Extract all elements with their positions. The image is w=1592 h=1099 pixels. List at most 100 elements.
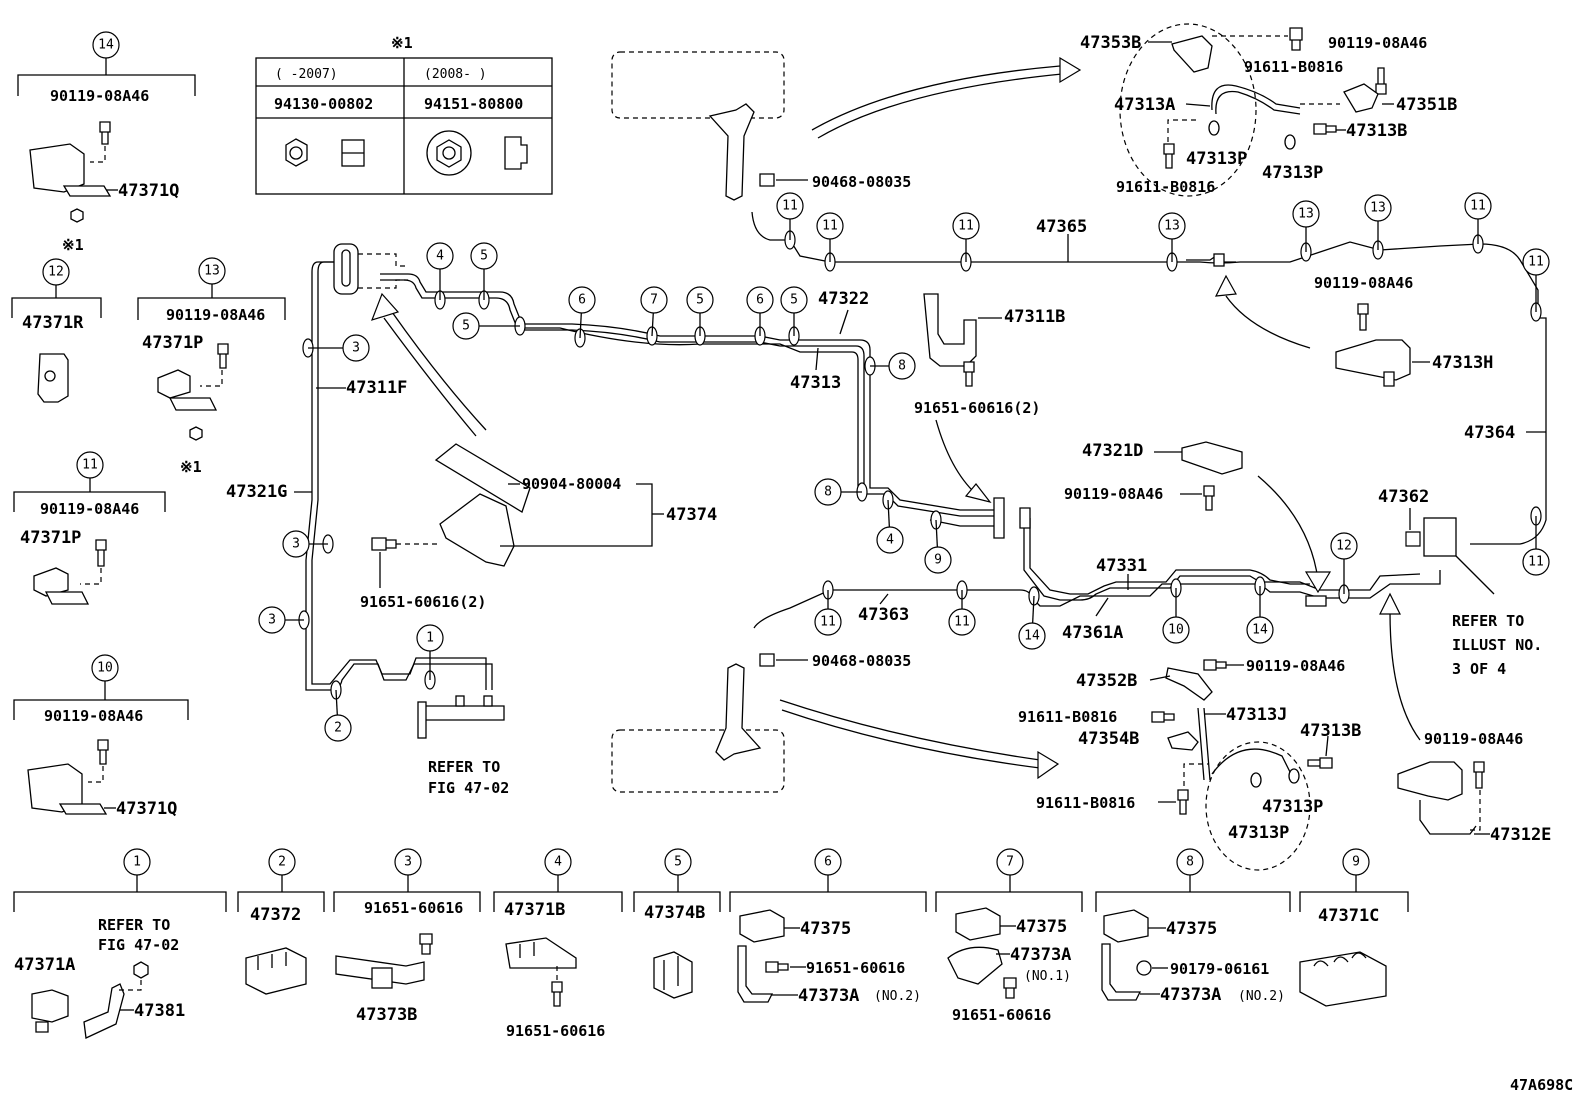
part-47351B[interactable]: 47351B (1396, 95, 1457, 115)
clamp-47373B[interactable]: 47373B (356, 1005, 417, 1025)
part-91611-t2[interactable]: 91611-B0816 (1116, 178, 1215, 196)
part-47331[interactable]: 47331 (1096, 556, 1147, 576)
bolt-91651-b7[interactable]: 91651-60616 (952, 1006, 1051, 1024)
callout-circle[interactable] (568, 286, 596, 314)
part-91651-b[interactable]: 91651-60616(2) (914, 399, 1040, 417)
part-47311B[interactable]: 47311B (1004, 307, 1065, 327)
callout-circle[interactable] (776, 192, 804, 220)
callout-circle[interactable] (686, 286, 714, 314)
bolt-part-number[interactable]: 90119-08A46 (44, 707, 143, 725)
callout-circle[interactable] (1158, 212, 1186, 240)
part-90119-h[interactable]: 90119-08A46 (1314, 274, 1413, 292)
callout-circle[interactable] (342, 334, 370, 362)
clamp-47371A[interactable]: 47371A (14, 955, 75, 975)
clamp-47375-b8[interactable]: 47375 (1166, 919, 1217, 939)
part-47313B-top[interactable]: 47313B (1346, 121, 1407, 141)
callout-circle[interactable] (1464, 192, 1492, 220)
bracket-47373A-b6[interactable]: 47373A (798, 986, 859, 1006)
bolt-91651-b3[interactable]: 91651-60616 (364, 899, 463, 917)
part-47321D[interactable]: 47321D (1082, 441, 1143, 461)
bracket-47381[interactable]: 47381 (134, 1001, 185, 1021)
callout-circle[interactable] (1364, 194, 1392, 222)
part-90468-bottom[interactable]: 90468-08035 (812, 652, 911, 670)
part-47313H[interactable]: 47313H (1432, 353, 1493, 373)
callout-circle[interactable] (948, 608, 976, 636)
callout-circle[interactable] (452, 312, 480, 340)
part-91651-a[interactable]: 91651-60616(2) (360, 593, 486, 611)
bolt-part-number[interactable]: 90119-08A46 (40, 500, 139, 518)
part-90119-d[interactable]: 90119-08A46 (1064, 485, 1163, 503)
callout-circle[interactable] (1522, 248, 1550, 276)
clamp-47372[interactable]: 47372 (250, 905, 301, 925)
table-col2-part[interactable]: 94151-80800 (424, 95, 523, 113)
part-47313P-t1[interactable]: 47313P (1186, 149, 1247, 169)
callout-circle[interactable] (1522, 548, 1550, 576)
part-47321G[interactable]: 47321G (226, 482, 287, 502)
callout-circle[interactable] (888, 352, 916, 380)
nut-90179[interactable]: 90179-06161 (1170, 960, 1269, 978)
part-91611-t1[interactable]: 91611-B0816 (1244, 58, 1343, 76)
callout-circle[interactable] (876, 526, 904, 554)
bolt-part-number[interactable]: 90119-08A46 (166, 306, 265, 324)
callout-circle[interactable] (1246, 616, 1274, 644)
part-47365[interactable]: 47365 (1036, 217, 1087, 237)
part-91611-b2[interactable]: 91611-B0816 (1036, 794, 1135, 812)
clamp-47375-b7[interactable]: 47375 (1016, 917, 1067, 937)
part-47311F[interactable]: 47311F (346, 378, 407, 398)
bolt-part-number[interactable]: 90119-08A46 (50, 87, 149, 105)
callout-circle[interactable] (1162, 616, 1190, 644)
part-90119-52[interactable]: 90119-08A46 (1246, 657, 1345, 675)
callout-circle[interactable] (640, 286, 668, 314)
part-47363[interactable]: 47363 (858, 605, 909, 625)
callout-circle[interactable] (924, 546, 952, 574)
bracket-47373A-b8[interactable]: 47373A (1160, 985, 1221, 1005)
clamp-part-number[interactable]: 47371P (142, 333, 203, 353)
clamp-part-number[interactable]: 47371Q (116, 799, 177, 819)
clamp-part-number[interactable]: 47371Q (118, 181, 179, 201)
bolt-91651-b4[interactable]: 91651-60616 (506, 1022, 605, 1040)
callout-circle[interactable] (416, 624, 444, 652)
part-90119-12[interactable]: 90119-08A46 (1424, 730, 1523, 748)
clamp-47375-b6[interactable]: 47375 (800, 919, 851, 939)
clamp-47374B[interactable]: 47374B (644, 903, 705, 923)
part-47353B[interactable]: 47353B (1080, 33, 1141, 53)
part-47313P-t2[interactable]: 47313P (1262, 163, 1323, 183)
part-47361A[interactable]: 47361A (1062, 623, 1123, 643)
part-47313B-bottom[interactable]: 47313B (1300, 721, 1361, 741)
clamp-47371B[interactable]: 47371B (504, 900, 565, 920)
part-47354B[interactable]: 47354B (1078, 729, 1139, 749)
part-47322[interactable]: 47322 (818, 289, 869, 309)
part-47313A[interactable]: 47313A (1114, 95, 1175, 115)
part-47362[interactable]: 47362 (1378, 487, 1429, 507)
clamp-47371C[interactable]: 47371C (1318, 906, 1379, 926)
callout-circle[interactable] (814, 478, 842, 506)
clamp-part-number[interactable]: 47371R (22, 313, 84, 333)
part-47313P-b1[interactable]: 47313P (1262, 797, 1323, 817)
part-47313J[interactable]: 47313J (1226, 705, 1287, 725)
callout-circle[interactable] (282, 530, 310, 558)
callout-circle[interactable] (1292, 200, 1320, 228)
callout-circle[interactable] (814, 608, 842, 636)
callout-circle[interactable] (258, 606, 286, 634)
clamp-part-number[interactable]: 47371P (20, 528, 81, 548)
table-col1-part[interactable]: 94130-00802 (274, 95, 373, 113)
part-47313[interactable]: 47313 (790, 373, 841, 393)
part-47352B[interactable]: 47352B (1076, 671, 1137, 691)
part-90468-top[interactable]: 90468-08035 (812, 173, 911, 191)
part-47313P-b2[interactable]: 47313P (1228, 823, 1289, 843)
bracket-47373A-b7[interactable]: 47373A (1010, 945, 1071, 965)
callout-circle[interactable] (1330, 532, 1358, 560)
callout-circle[interactable] (780, 286, 808, 314)
part-90119-top[interactable]: 90119-08A46 (1328, 34, 1427, 52)
part-47364[interactable]: 47364 (1464, 423, 1515, 443)
callout-circle[interactable] (746, 286, 774, 314)
bolt-91651-b6[interactable]: 91651-60616 (806, 959, 905, 977)
callout-circle[interactable] (952, 212, 980, 240)
callout-circle[interactable] (426, 242, 454, 270)
callout-circle[interactable] (470, 242, 498, 270)
part-91611-b1[interactable]: 91611-B0816 (1018, 708, 1117, 726)
callout-circle[interactable] (1018, 622, 1046, 650)
part-47374[interactable]: 47374 (666, 505, 717, 525)
part-47312E[interactable]: 47312E (1490, 825, 1551, 845)
callout-circle[interactable] (324, 714, 352, 742)
